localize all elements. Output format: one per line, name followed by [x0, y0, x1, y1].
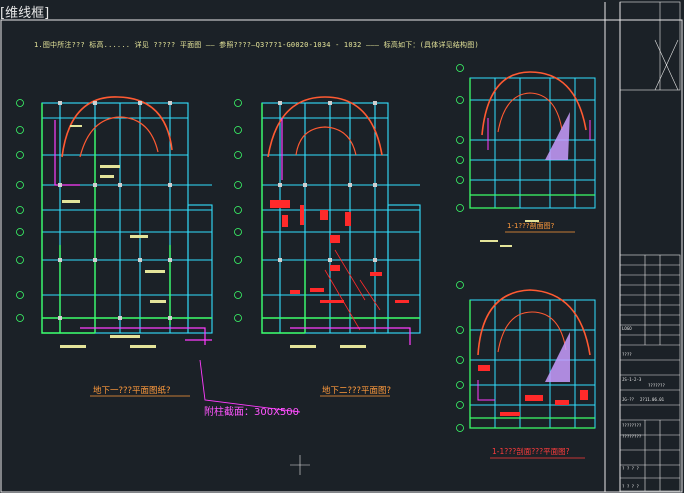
plan-1-axis-bubbles — [16, 99, 24, 322]
svg-text:????: ???? — [622, 352, 632, 357]
drawing-frame — [0, 19, 683, 493]
crosshair-cursor — [290, 455, 310, 475]
plan-1-title: 地下一???平面图纸? — [93, 386, 171, 396]
plan-1-arc-inner — [79, 116, 159, 158]
window-title: [维线框] — [0, 6, 50, 21]
title-block-text: LOGO ???? JS-1-2-3 ??????? JG-?? 2?11.06… — [622, 326, 665, 489]
plan-3-magenta — [487, 118, 591, 150]
title-block — [619, 1, 681, 492]
plan-4-floorplan — [456, 281, 596, 459]
svg-text:????????: ???????? — [622, 434, 642, 439]
svg-text:2?11.06.01: 2?11.06.01 — [640, 397, 665, 402]
plan-2-axis-bubbles — [234, 99, 242, 322]
svg-text:? ? ? ?: ? ? ? ? — [622, 484, 639, 489]
plan-4-purple-wedge — [545, 332, 570, 382]
plan-4-grid — [469, 299, 596, 429]
plan-2-walls — [261, 103, 420, 334]
plan-2-magenta — [281, 118, 411, 345]
plan-3-title: 1-1???剖面图? — [507, 222, 555, 230]
svg-text:LOGO: LOGO — [622, 326, 632, 331]
plan-3-purple-wedge — [545, 112, 570, 160]
plan-2-red-leaders — [324, 249, 381, 331]
plan-1-magenta — [54, 120, 212, 345]
plan-4-arc-outer — [477, 289, 591, 356]
plan-2-red-hatch — [270, 200, 409, 303]
plan-2-columns — [278, 101, 377, 262]
plan-2-arc-outer — [267, 96, 383, 158]
plan-3-walls — [469, 78, 595, 209]
plan-3-axis-bubbles — [456, 64, 464, 212]
svg-text:???????: ??????? — [648, 383, 665, 388]
plan-1-floorplan — [16, 96, 213, 397]
plan-3-floorplan — [456, 64, 596, 247]
plan-4-magenta — [477, 380, 495, 401]
plan-2-floorplan — [234, 96, 421, 397]
svg-text:? ? ? ?: ? ? ? ? — [622, 466, 639, 471]
plan-1-grid — [41, 102, 213, 334]
plan-2-grid — [261, 102, 421, 334]
plan-4-title: 1-1???剖面???平面图? — [492, 447, 570, 456]
plan-4-walls — [469, 300, 595, 429]
plan-3-annotations — [480, 220, 539, 247]
plan-2-title: 地下二???平面图? — [322, 386, 392, 396]
plan-4-red-hatch — [478, 365, 588, 416]
plan-3-arc-outer — [481, 71, 587, 136]
plan-3-grid — [469, 77, 596, 209]
plan-2-arc-inner — [295, 126, 357, 156]
column-note-leader — [199, 359, 301, 413]
plan-3-arc-inner — [497, 92, 563, 133]
svg-text:????????: ???????? — [622, 423, 642, 428]
tb-code-1: JS-1-2-3 — [622, 377, 642, 382]
plan-4-axis-bubbles — [456, 281, 464, 432]
column-section-note: 附柱截面：300X500 — [204, 407, 300, 418]
general-note: 1.图中所注??? 标高...... 详见 ????? 平面图 —— 参照???… — [34, 41, 479, 49]
plan-1-walls — [41, 103, 212, 334]
plan-4-arc-inner — [497, 311, 567, 353]
plan-1-arc-outer — [61, 96, 173, 158]
plan-1-annotations — [60, 125, 166, 348]
plan-1-columns — [58, 101, 172, 320]
plan-2-annotations — [290, 345, 366, 348]
tb-code-2: JG-?? — [622, 397, 635, 402]
